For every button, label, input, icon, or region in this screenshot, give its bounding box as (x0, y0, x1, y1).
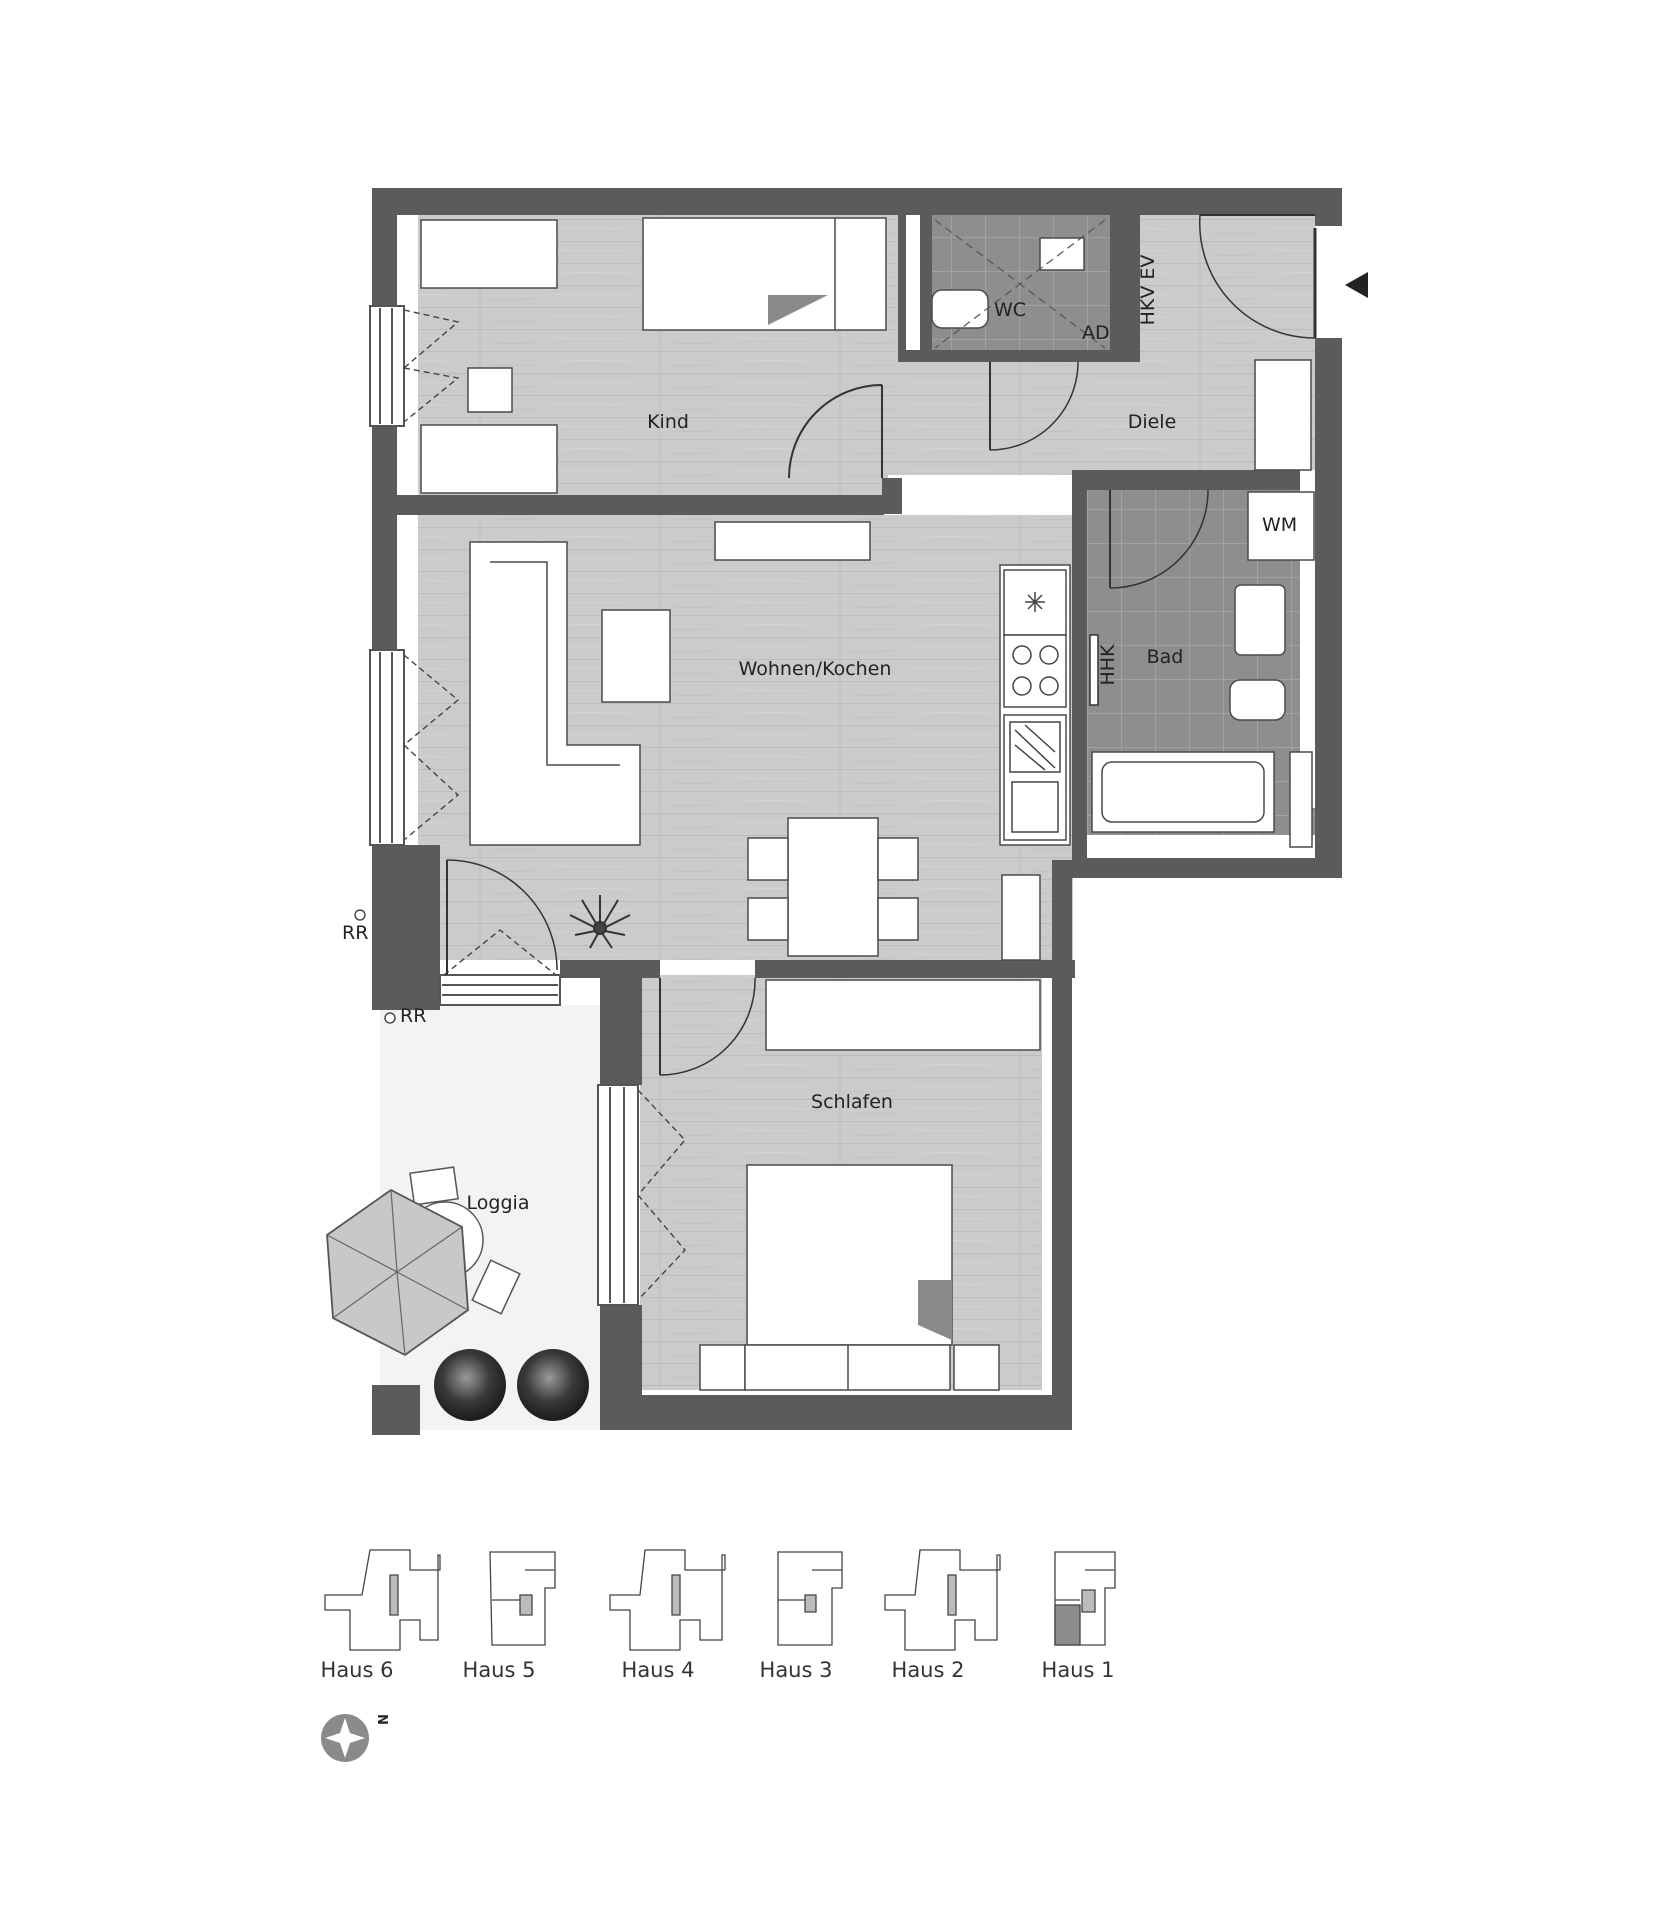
sofa (469, 541, 641, 846)
wardrobe (765, 979, 1041, 1051)
windows (369, 305, 639, 1306)
chair-1 (747, 837, 789, 881)
rr-pipe-2 (384, 1012, 396, 1024)
kitchen-cabinet (1001, 874, 1041, 961)
house-label-4: Haus 4 (621, 1658, 695, 1682)
diele-wardrobe (1254, 359, 1312, 471)
chair-4 (877, 897, 919, 941)
window-loggia-door (439, 974, 561, 1006)
thumb-haus-3 (777, 1551, 843, 1646)
label-hhk: HHK (1097, 644, 1119, 686)
doors (446, 214, 1317, 1076)
radiator (1089, 634, 1099, 706)
stove (1003, 634, 1067, 708)
thumb-haus-5 (489, 1551, 556, 1646)
nightstand-left (699, 1344, 746, 1391)
room-label-kind: Kind (647, 411, 689, 433)
thumb-haus-4 (609, 1549, 726, 1651)
bush-2-icon (517, 1349, 589, 1421)
kind-bed (642, 217, 887, 331)
kind-desk (420, 424, 558, 494)
thumb-haus-1 (1054, 1551, 1116, 1646)
kitchen-details (1009, 592, 1061, 833)
tv-board (714, 521, 871, 561)
bad-sink (1234, 584, 1286, 656)
wc-sink (1039, 237, 1085, 271)
compass-north-label: N (373, 1714, 389, 1725)
chair-2 (747, 897, 789, 941)
thumb-haus-6 (324, 1549, 441, 1651)
chair-3 (877, 837, 919, 881)
coffee-table (601, 609, 671, 703)
nightstand-right (953, 1344, 1000, 1391)
room-label-wc: WC (993, 299, 1027, 321)
double-bed (746, 1164, 953, 1346)
window-kind (369, 305, 405, 427)
dining-table (787, 817, 879, 957)
loggia-chair-2 (471, 1259, 521, 1315)
label-rr-1: RR (342, 922, 369, 944)
label-hkv-ev: HKV EV (1137, 254, 1159, 326)
room-label-loggia: Loggia (466, 1192, 530, 1214)
loggia-chair-1 (409, 1166, 459, 1206)
loggia-furniture (326, 1166, 589, 1421)
sink-unit (1003, 714, 1067, 841)
label-wm: WM (1262, 514, 1298, 536)
window-wohnen (369, 649, 405, 846)
room-label-diele: Diele (1127, 411, 1177, 433)
bush-1-icon (434, 1349, 506, 1421)
compass-icon (321, 1714, 369, 1762)
room-label-schlafen: Schlafen (811, 1091, 893, 1113)
house-thumbnails (324, 1549, 1116, 1651)
furniture (420, 217, 1315, 1391)
house-label-3: Haus 3 (759, 1658, 833, 1682)
bad-toilet (1229, 679, 1286, 721)
house-label-5: Haus 5 (462, 1658, 536, 1682)
house-label-1: Haus 1 (1041, 1658, 1115, 1682)
label-rr-2: RR (400, 1005, 427, 1027)
room-label-wohnen: Wohnen/Kochen (738, 658, 892, 680)
house-label-2: Haus 2 (891, 1658, 965, 1682)
walls (372, 188, 1342, 1435)
window-swings (403, 309, 686, 1301)
entrance-arrow-icon (1345, 272, 1368, 298)
wc-toilet (931, 289, 989, 329)
kind-shelf (420, 219, 558, 289)
house-label-6: Haus 6 (320, 1658, 394, 1682)
room-label-bad: Bad (1146, 646, 1184, 668)
kind-stool (467, 367, 513, 413)
label-ad: AD (1082, 322, 1110, 344)
washing-machine (1247, 491, 1315, 561)
plant-icon (569, 895, 631, 949)
window-schlafen (597, 1084, 639, 1306)
thumb-haus-2 (884, 1549, 1001, 1651)
rr-pipe-1 (354, 909, 366, 921)
